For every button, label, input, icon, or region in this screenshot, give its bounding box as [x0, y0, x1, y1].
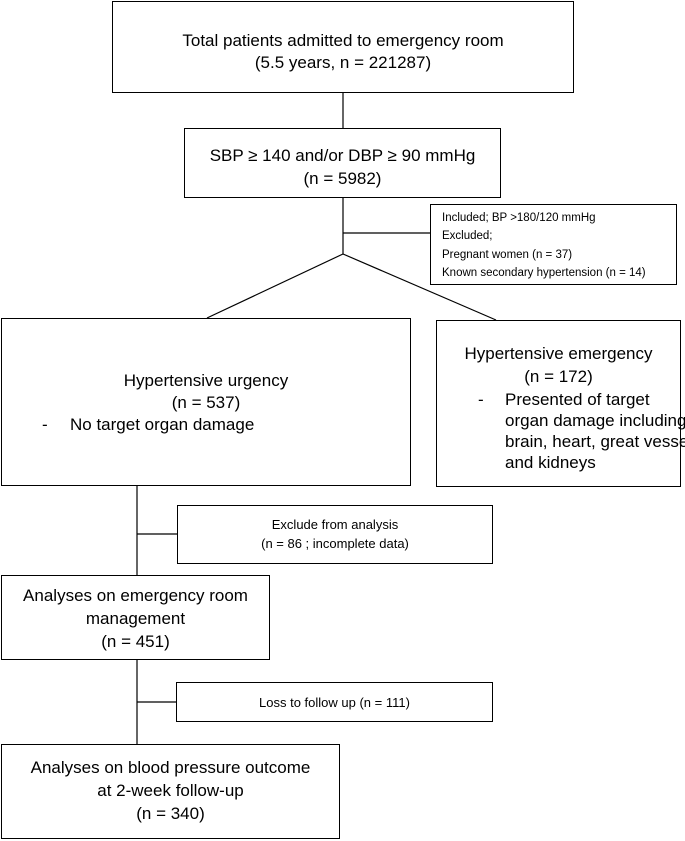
outcome-title-line2: at 2-week follow-up [97, 781, 244, 800]
emergency-note-line3: brain, heart, great vessel [505, 432, 685, 451]
bp-threshold-title: SBP ≥ 140 and/or DBP ≥ 90 mmHg [209, 146, 476, 165]
management-title-line2: management [85, 609, 186, 628]
emergency-title: Hypertensive emergency [464, 344, 653, 363]
exclude-title: Exclude from analysis [271, 517, 399, 532]
criteria-included: Included; BP >180/120 mmHg [442, 212, 596, 224]
loss-to-follow-up-label: Loss to follow up (n = 111) [259, 695, 410, 710]
criteria-secondary-hypertension: Known secondary hypertension (n = 14) [442, 267, 646, 279]
urgency-count: (n = 537) [171, 393, 241, 412]
box-hypertensive-urgency [1, 318, 411, 486]
box-loss-to-follow-up [176, 682, 493, 722]
total-patients-count: (5.5 years, n = 221287) [254, 53, 432, 72]
box-bp-outcome [1, 744, 340, 839]
urgency-bullet: - [42, 415, 48, 434]
emergency-note-line4: and kidneys [505, 453, 596, 472]
emergency-note-line1: Presented of target [505, 390, 650, 409]
criteria-excluded-label: Excluded; [442, 230, 493, 242]
exclude-detail: (n = 86 ; incomplete data) [261, 536, 409, 551]
management-title-line1: Analyses on emergency room [23, 586, 248, 605]
management-count: (n = 451) [101, 632, 170, 651]
urgency-note: No target organ damage [70, 415, 255, 434]
bp-threshold-count: (n = 5982) [303, 169, 382, 188]
outcome-title-line1: Analyses on blood pressure outcome [30, 758, 311, 777]
emergency-count: (n = 172) [524, 367, 593, 386]
box-total-patients [112, 1, 574, 93]
box-inclusion-exclusion [430, 204, 677, 285]
connector-split-to-urgency [206, 253, 344, 319]
box-bp-threshold [184, 128, 501, 198]
urgency-title: Hypertensive urgency [123, 371, 289, 390]
criteria-pregnant: Pregnant women (n = 37) [442, 249, 573, 261]
total-patients-title: Total patients admitted to emergency roo… [182, 31, 504, 50]
emergency-bullet: - [478, 390, 484, 409]
box-hypertensive-emergency [436, 320, 681, 487]
box-er-management [1, 575, 270, 660]
outcome-count: (n = 340) [136, 804, 205, 823]
emergency-note-line2: organ damage including [505, 411, 685, 430]
box-exclude-from-analysis [177, 505, 493, 564]
